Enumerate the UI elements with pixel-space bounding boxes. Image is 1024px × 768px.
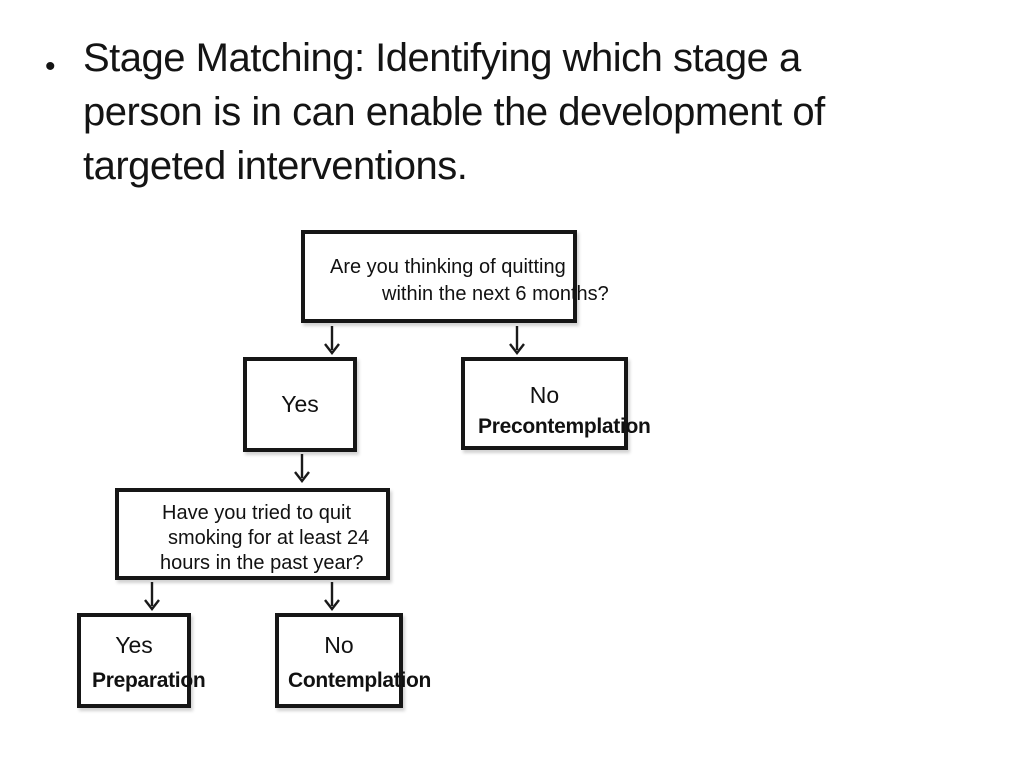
- yes-1-label: Yes: [281, 391, 319, 417]
- question-1-line-1: Are you thinking of quitting: [330, 256, 566, 278]
- bullet-line-2: person is in can enable the development …: [83, 90, 825, 134]
- question-2-line-3: hours in the past year?: [160, 552, 364, 574]
- flow-box-question-2: Have you tried to quit smoking for at le…: [115, 488, 390, 580]
- arrow-q2-to-yes2: [144, 582, 160, 611]
- question-1-line-2: within the next 6 months?: [382, 283, 609, 305]
- arrow-q1-to-yes1: [324, 326, 340, 355]
- flow-box-question-1: Are you thinking of quitting within the …: [301, 230, 609, 323]
- stage-precontemplation-label: Precontemplation: [478, 415, 651, 438]
- arrow-q1-to-no1: [509, 326, 525, 355]
- bullet-paragraph: Stage Matching: Identifying which stage …: [83, 31, 825, 193]
- bullet-line-1: Stage Matching: Identifying which stage …: [83, 36, 801, 80]
- no-1-label: No: [529, 382, 560, 408]
- yes-2-label: Yes: [115, 632, 153, 658]
- flow-box-no-contemplation: No Contemplation: [275, 613, 431, 708]
- flow-box-yes-1: Yes: [243, 357, 357, 452]
- stage-preparation-label: Preparation: [92, 669, 206, 692]
- question-2-line-2: smoking for at least 24: [168, 527, 370, 549]
- stage-contemplation-label: Contemplation: [288, 669, 432, 692]
- flow-box-yes-preparation: Yes Preparation: [77, 613, 206, 708]
- flow-box-no-precontemplation: No Precontemplation: [461, 357, 651, 450]
- no-2-label: No: [324, 632, 354, 658]
- bullet-line-3: targeted interventions.: [83, 144, 468, 188]
- bullet-point-marker: •: [45, 50, 56, 83]
- question-2-line-1: Have you tried to quit: [162, 502, 351, 524]
- arrow-yes1-to-q2: [294, 454, 310, 483]
- arrow-q2-to-no2: [324, 582, 340, 611]
